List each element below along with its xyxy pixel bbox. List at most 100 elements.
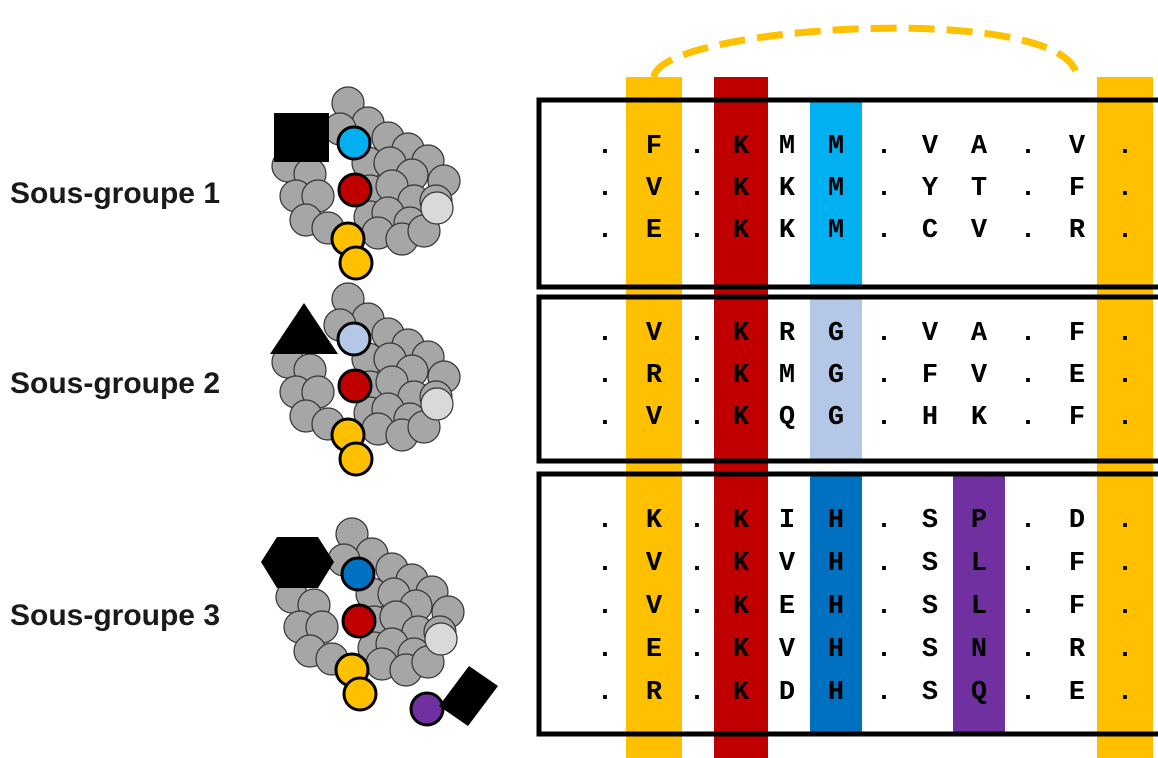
residue-g1-r3-c3: .: [689, 216, 705, 246]
residue-g1-r3-c7: .: [876, 216, 892, 246]
accent-residue-sphere: [336, 125, 372, 161]
residue-g2-r1-c10: .: [1020, 319, 1036, 349]
residue-g2-r2-c6: G: [828, 361, 844, 391]
residue-g2-r2-c1: .: [597, 361, 613, 391]
residue-g2-r3-c3: .: [689, 403, 705, 433]
residue-g1-r2-c2: V: [646, 174, 663, 204]
residue-g2-r2-c5: M: [779, 361, 795, 391]
residue-g3-r5-c9: Q: [971, 678, 987, 708]
residue-g3-r1-c2: K: [646, 506, 663, 536]
residue-g3-r5-c12: .: [1117, 678, 1133, 708]
residue-g2-r3-c6: G: [828, 403, 844, 433]
triangle-shape: [270, 303, 338, 354]
highlight-column-yellow-1: [626, 77, 682, 758]
residue-g3-r4-c3: .: [689, 635, 705, 665]
residue-g1-r1-c5: M: [779, 132, 795, 162]
accent-residue-sphere: [340, 556, 376, 592]
residue-g1-r1-c2: F: [646, 132, 662, 162]
residue-g2-r2-c2: R: [646, 361, 663, 391]
residue-g3-r1-c5: I: [779, 506, 795, 536]
residue-g2-r2-c7: .: [876, 361, 892, 391]
residue-g2-r1-c4: K: [733, 319, 750, 349]
residue-g3-r5-c5: D: [779, 678, 795, 708]
pair-arc: [650, 24, 1081, 79]
residue-g2-r1-c3: .: [689, 319, 705, 349]
residue-g1-r1-c4: K: [733, 132, 750, 162]
residue-g1-r3-c11: R: [1069, 216, 1086, 246]
residue-g1-r1-c6: M: [828, 132, 844, 162]
residue-g2-r1-c9: A: [971, 319, 988, 349]
residue-g3-r5-c3: .: [689, 678, 705, 708]
residue-g2-r3-c11: F: [1069, 403, 1085, 433]
residue-g3-r5-c8: S: [922, 678, 938, 708]
residue-g2-r2-c8: F: [922, 361, 938, 391]
residue-g2-r3-c4: K: [733, 403, 750, 433]
residue-g3-r2-c9: L: [971, 549, 987, 579]
residue-g1-r2-c7: .: [876, 174, 892, 204]
residue-g2-r3-c5: Q: [779, 403, 795, 433]
residue-g3-r1-c3: .: [689, 506, 705, 536]
residue-g1-r2-c6: M: [828, 174, 844, 204]
residue-sphere-light: [424, 622, 458, 656]
residue-g2-r2-c12: .: [1117, 361, 1133, 391]
residue-g3-r4-c10: .: [1020, 635, 1036, 665]
residue-g1-r3-c4: K: [733, 216, 750, 246]
residue-g3-r2-c2: V: [646, 549, 663, 579]
residue-g3-r2-c11: F: [1069, 549, 1085, 579]
residue-g2-r1-c1: .: [597, 319, 613, 349]
protein-cluster-2: [271, 282, 461, 477]
residue-g3-r1-c8: S: [922, 506, 938, 536]
protein-cluster-3: [275, 517, 465, 727]
residue-g1-r3-c1: .: [597, 216, 613, 246]
highlight-cell-cyan-g1: [810, 100, 862, 287]
residue-sphere-light: [420, 191, 454, 225]
residue-g2-r1-c12: .: [1117, 319, 1133, 349]
red-residue-sphere: [337, 368, 373, 404]
residue-g3-r4-c8: S: [922, 635, 938, 665]
residue-g3-r2-c1: .: [597, 549, 613, 579]
residue-g3-r5-c4: K: [733, 678, 750, 708]
group-box-3: [536, 471, 1158, 737]
residue-g2-r2-c9: V: [971, 361, 988, 391]
residue-g1-r1-c10: .: [1020, 132, 1036, 162]
residue-g3-r3-c7: .: [876, 592, 892, 622]
red-residue-sphere: [341, 603, 377, 639]
residue-g1-r2-c4: K: [733, 174, 750, 204]
residue-g2-r3-c12: .: [1117, 403, 1133, 433]
residue-g3-r5-c1: .: [597, 678, 613, 708]
residue-g3-r4-c12: .: [1117, 635, 1133, 665]
hexagon-shape: [261, 537, 334, 588]
residue-g1-r2-c3: .: [689, 174, 705, 204]
yellow-residue-sphere-2: [342, 676, 378, 712]
highlight-cell-lightblue-g2: [810, 297, 862, 461]
residue-g2-r3-c2: V: [646, 403, 663, 433]
group-label-3: Sous-groupe 3: [10, 599, 220, 632]
residue-g1-r2-c8: Y: [922, 174, 939, 204]
residue-g1-r3-c12: .: [1117, 216, 1133, 246]
yellow-residue-sphere-2: [338, 245, 374, 281]
residue-g3-r3-c6: H: [828, 592, 844, 622]
residue-g1-r3-c2: E: [646, 216, 662, 246]
residue-g3-r1-c4: K: [733, 506, 750, 536]
residue-g3-r2-c7: .: [876, 549, 892, 579]
residue-g1-r3-c8: C: [922, 216, 938, 246]
residue-g3-r1-c6: H: [828, 506, 844, 536]
residue-g1-r1-c11: V: [1069, 132, 1086, 162]
residue-g3-r2-c12: .: [1117, 549, 1133, 579]
residue-g3-r2-c8: S: [922, 549, 938, 579]
highlight-cell-purple-g3: [953, 474, 1005, 734]
residue-g3-r1-c10: .: [1020, 506, 1036, 536]
residue-g3-r5-c2: R: [646, 678, 663, 708]
residue-g1-r2-c9: T: [971, 174, 987, 204]
residue-g3-r3-c8: S: [922, 592, 938, 622]
residue-g3-r2-c4: K: [733, 549, 750, 579]
residue-g1-r3-c9: V: [971, 216, 988, 246]
accent-residue-sphere: [336, 321, 372, 357]
residue-g1-r3-c5: K: [779, 216, 796, 246]
residue-g1-r1-c1: .: [597, 132, 613, 162]
residue-g2-r2-c11: E: [1069, 361, 1085, 391]
residue-g2-r3-c8: H: [922, 403, 938, 433]
